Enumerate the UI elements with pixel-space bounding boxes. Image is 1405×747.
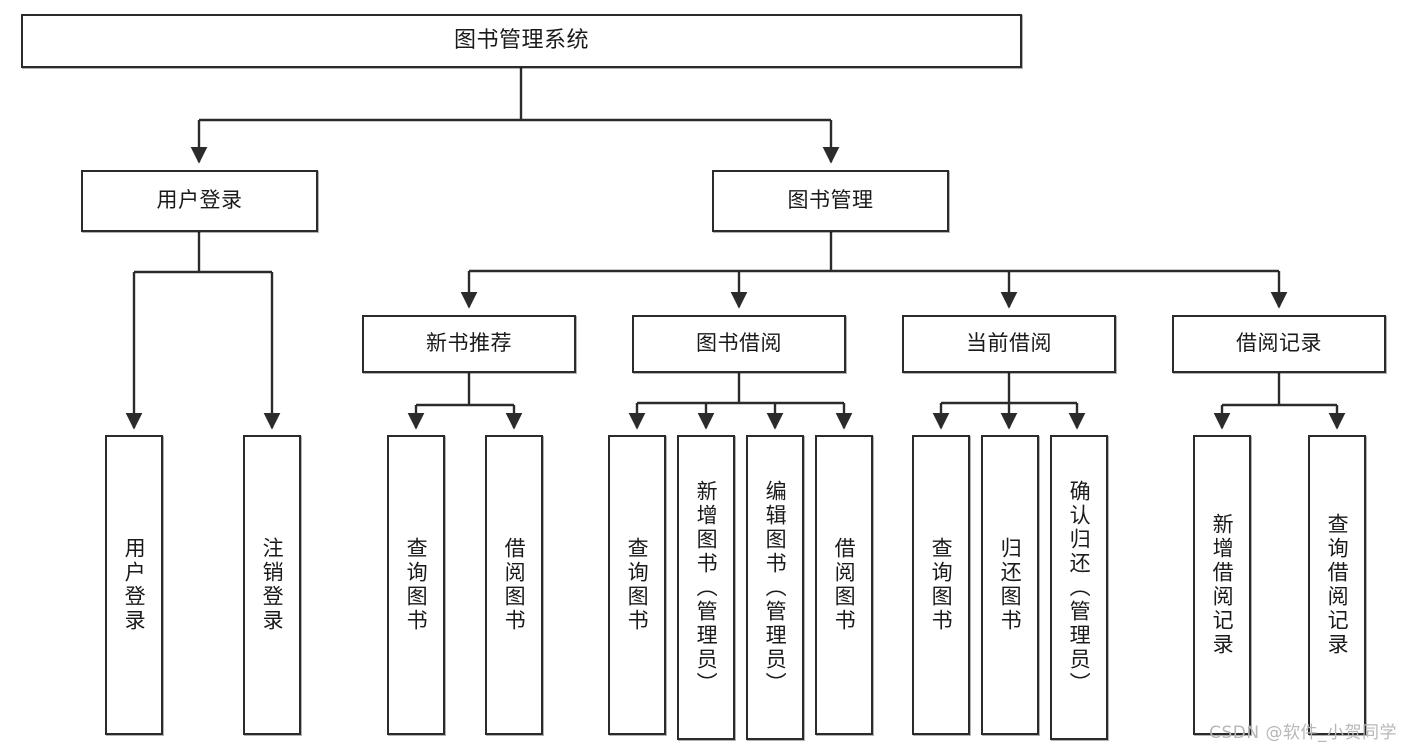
node-label: 查询图书 xyxy=(625,537,650,633)
node-label: 用户登录 xyxy=(156,188,243,213)
node-book-management[interactable]: 图书管理 xyxy=(712,170,949,232)
node-label: 查询图书 xyxy=(929,537,954,633)
node-label: 注销登录 xyxy=(260,537,285,633)
node-label: 当前借阅 xyxy=(966,331,1052,356)
leaf-user-logout[interactable]: 注销登录 xyxy=(243,435,301,735)
node-label: 借阅记录 xyxy=(1236,331,1322,356)
leaf-return-book[interactable]: 归还图书 xyxy=(981,435,1039,735)
node-borrow-record[interactable]: 借阅记录 xyxy=(1172,315,1386,373)
node-label: 图书借阅 xyxy=(696,331,782,356)
node-label: 编辑图书（管理员） xyxy=(763,479,788,696)
leaf-borrow-book-borrow[interactable]: 借阅图书 xyxy=(815,435,873,735)
node-label: 借阅图书 xyxy=(832,537,857,633)
node-current-borrow[interactable]: 当前借阅 xyxy=(902,315,1116,373)
node-label: 借阅图书 xyxy=(502,537,527,633)
leaf-add-book-admin[interactable]: 新增图书（管理员） xyxy=(677,435,735,740)
node-label: 用户登录 xyxy=(122,537,147,633)
leaf-query-book-borrow[interactable]: 查询图书 xyxy=(608,435,666,735)
leaf-query-borrow-record[interactable]: 查询借阅记录 xyxy=(1308,435,1366,735)
leaf-edit-book-admin[interactable]: 编辑图书（管理员） xyxy=(746,435,804,740)
leaf-confirm-return-admin[interactable]: 确认归还（管理员） xyxy=(1050,435,1108,740)
node-label: 查询图书 xyxy=(404,537,429,633)
node-book-borrow[interactable]: 图书借阅 xyxy=(632,315,846,373)
node-new-book-recommend[interactable]: 新书推荐 xyxy=(362,315,576,373)
node-label: 新书推荐 xyxy=(426,331,512,356)
leaf-query-book-current[interactable]: 查询图书 xyxy=(912,435,970,735)
node-label: 查询借阅记录 xyxy=(1325,513,1350,657)
node-root-book-management-system[interactable]: 图书管理系统 xyxy=(21,14,1022,68)
node-label: 确认归还（管理员） xyxy=(1067,479,1092,696)
leaf-user-login[interactable]: 用户登录 xyxy=(105,435,163,735)
leaf-add-borrow-record[interactable]: 新增借阅记录 xyxy=(1193,435,1251,735)
leaf-borrow-book-recommend[interactable]: 借阅图书 xyxy=(485,435,543,735)
csdn-watermark: CSDN @软件_小贺同学 xyxy=(1209,723,1397,743)
node-label: 图书管理系统 xyxy=(453,27,589,53)
node-label: 图书管理 xyxy=(787,188,874,213)
node-label: 新增借阅记录 xyxy=(1210,513,1235,657)
node-label: 新增图书（管理员） xyxy=(694,479,719,696)
node-label: 归还图书 xyxy=(998,537,1023,633)
leaf-query-book-recommend[interactable]: 查询图书 xyxy=(387,435,445,735)
node-user-login[interactable]: 用户登录 xyxy=(81,170,318,232)
